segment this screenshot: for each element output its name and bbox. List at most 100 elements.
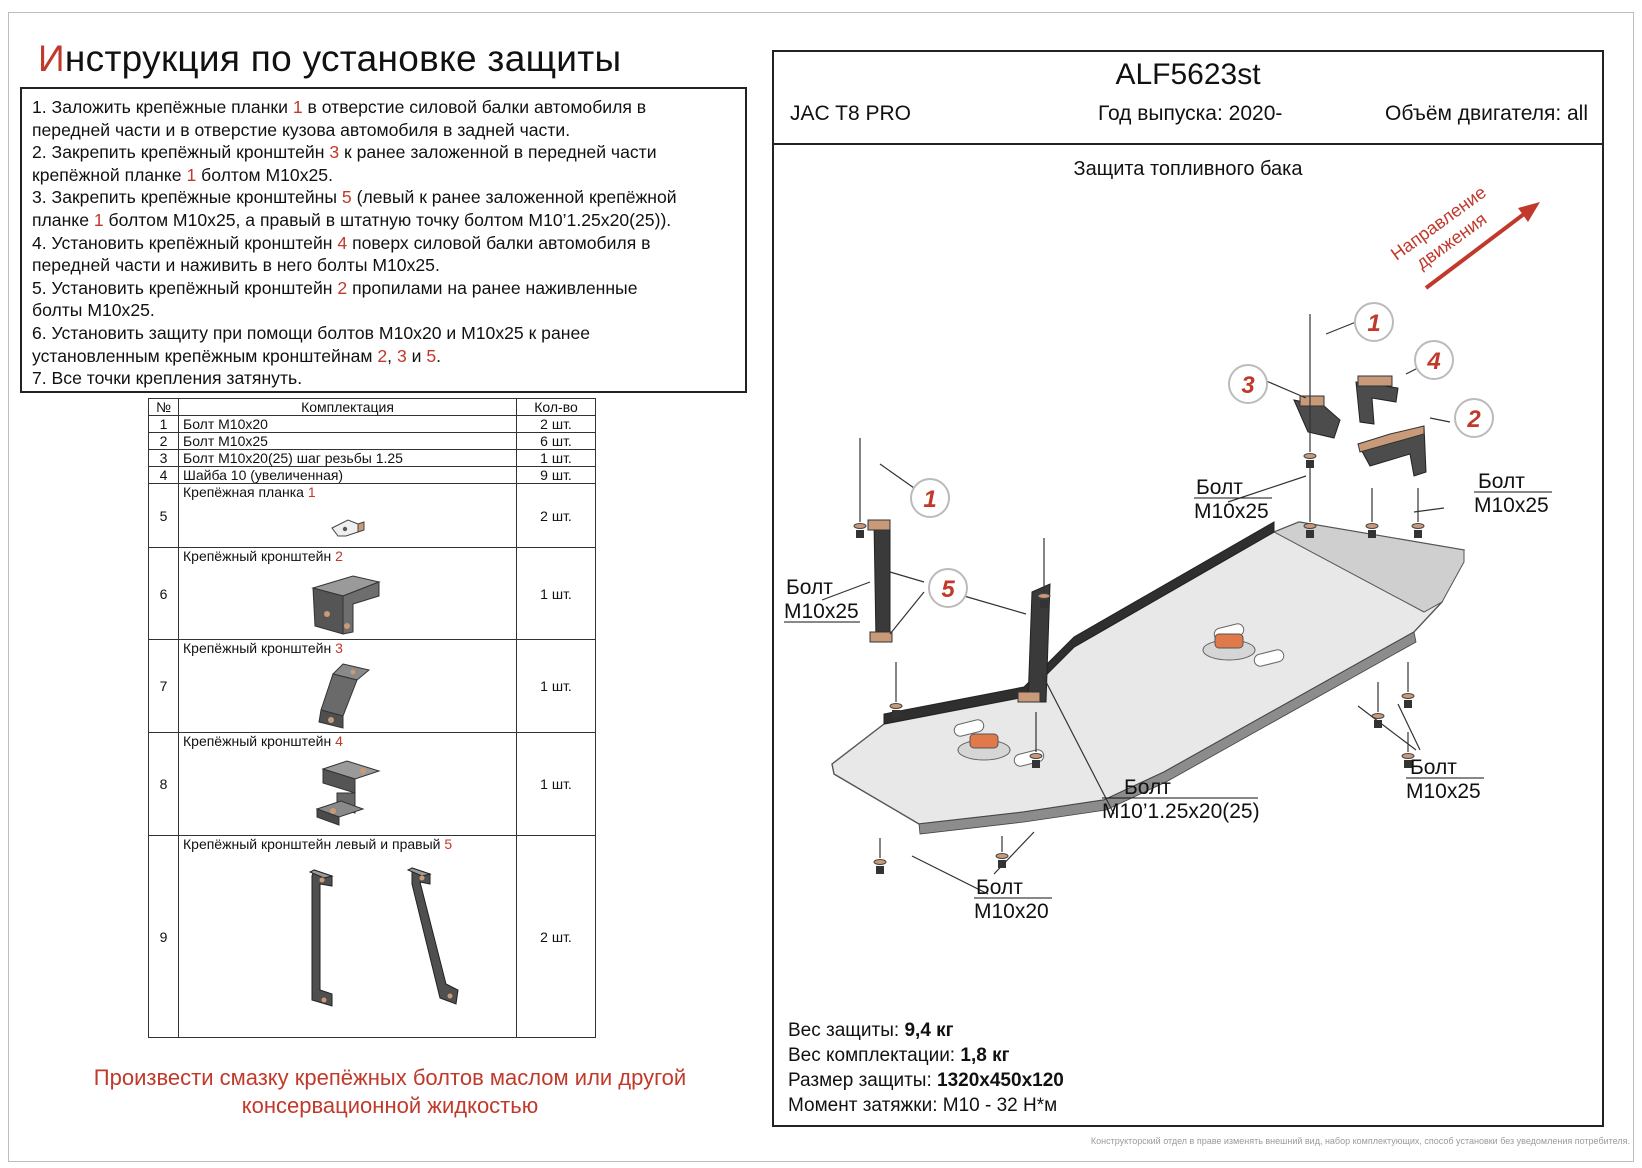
callout-spec-bottom: М10х20 bbox=[974, 900, 1049, 923]
callout-spec-right: М10х25 bbox=[1474, 494, 1549, 517]
washer bbox=[853, 523, 867, 529]
kit-header-num: № bbox=[148, 398, 179, 416]
bolt-head bbox=[856, 530, 864, 538]
instruction-line: планке 1 болтом М10х25, а правый в штатн… bbox=[32, 209, 672, 230]
lubrication-note: Произвести смазку крепёжных болтов масло… bbox=[93, 1065, 687, 1118]
bolt-head bbox=[892, 710, 900, 718]
page-title: Инструкция по установке защиты bbox=[38, 38, 622, 79]
bracket-3 bbox=[1293, 395, 1341, 439]
kit-table: № Комплектация Кол-во 1 Болт М10х20 2 шт… bbox=[148, 398, 596, 1038]
spec-kit-weight: Вес комплектации: 1,8 кг bbox=[788, 1045, 1010, 1066]
bracket-5-image bbox=[179, 854, 516, 1037]
washer bbox=[873, 859, 887, 865]
protection-name: Защита топливного бака bbox=[1073, 158, 1303, 180]
bracket-2-image bbox=[179, 566, 516, 639]
table-row: 2 Болт М10х25 6 шт. bbox=[148, 432, 596, 450]
part-number-badges: 1 1 2 3 4 5 bbox=[910, 302, 1494, 608]
instruction-line: болты М10х25. bbox=[32, 300, 155, 321]
instruction-line: передней части и наживить в него болты М… bbox=[32, 255, 440, 276]
callout-spec-fine: М10’1.25х20(25) bbox=[1102, 800, 1260, 823]
part-badge-1-front: 1 bbox=[1367, 310, 1380, 337]
washer bbox=[1029, 753, 1043, 759]
callout-spec-mid: М10х25 bbox=[1194, 500, 1269, 523]
table-row: 7 Крепёжный кронштейн 3 1 шт. bbox=[148, 639, 596, 733]
instruction-line: установленным крепёжным кронштейнам 2, 3… bbox=[32, 345, 442, 366]
callout-bolt-left: Болт bbox=[786, 576, 833, 599]
direction-arrow-head bbox=[1518, 202, 1540, 222]
bracket-4-image bbox=[179, 751, 516, 835]
bolt-head bbox=[1306, 530, 1314, 538]
bracket-3-image bbox=[179, 658, 516, 732]
callout-bolt-rear: Болт bbox=[1410, 756, 1457, 779]
bracket-4 bbox=[1355, 375, 1399, 425]
table-row: 6 Крепёжный кронштейн 2 1 шт. bbox=[148, 547, 596, 640]
instruction-line: 2. Закрепить крепёжный кронштейн 3 к ран… bbox=[32, 142, 657, 163]
bolt-head bbox=[1032, 760, 1040, 768]
product-code: ALF5623st bbox=[1115, 58, 1261, 91]
callout-bolt-mid: Болт bbox=[1196, 476, 1243, 499]
disclaimer: Конструкторский отдел в праве изменять в… bbox=[1090, 1136, 1630, 1146]
vehicle-model: JAC T8 PRO bbox=[790, 102, 911, 125]
callout-bolt-fine: Болт bbox=[1124, 776, 1171, 799]
bolt-head bbox=[1040, 600, 1048, 608]
part-badge-5: 5 bbox=[941, 576, 955, 603]
washer bbox=[1303, 523, 1317, 529]
instruction-line: 5. Установить крепёжный кронштейн 2 проп… bbox=[32, 277, 638, 298]
spec-weight: Вес защиты: 9,4 кг bbox=[788, 1020, 954, 1041]
part-badge-2: 2 bbox=[1466, 406, 1481, 433]
table-row: 4 Шайба 10 (увеличенная) 9 шт. bbox=[148, 466, 596, 484]
bolt-head bbox=[998, 860, 1006, 868]
instruction-line: 1. Заложить крепёжные планки 1 в отверст… bbox=[32, 97, 647, 117]
production-year: Год выпуска: 2020- bbox=[1098, 102, 1283, 125]
washer bbox=[1303, 453, 1317, 459]
washer bbox=[1401, 753, 1415, 759]
assembly-diagram: Направление движения bbox=[784, 182, 1552, 923]
callout-spec-rear: М10х25 bbox=[1406, 780, 1481, 803]
instruction-line: 6. Установить защиту при помощи болтов М… bbox=[32, 322, 591, 343]
callout-bolt-bottom: Болт bbox=[976, 876, 1023, 899]
washer bbox=[1037, 593, 1051, 599]
instruction-line: 3. Закрепить крепёжные кронштейны 5 (лев… bbox=[32, 187, 677, 208]
instruction-line: 7. Все точки крепления затянуть. bbox=[32, 368, 303, 389]
washer bbox=[1365, 523, 1379, 529]
spec-torque: Момент затяжки: М10 - 32 Н*м bbox=[788, 1095, 1058, 1116]
instruction-line: 4. Установить крепёжный кронштейн 4 пове… bbox=[32, 232, 651, 253]
bolt-stacks bbox=[853, 314, 1425, 874]
leader-lines bbox=[821, 321, 1451, 895]
specifications: Вес защиты: 9,4 кг Вес комплектации: 1,8… bbox=[788, 1018, 1064, 1118]
instruction-line: передней части и в отверстие кузова авто… bbox=[32, 119, 571, 140]
washer bbox=[1401, 693, 1415, 699]
kit-header-qty: Кол-во bbox=[516, 398, 596, 416]
washer bbox=[1411, 523, 1425, 529]
part-badge-4: 4 bbox=[1426, 348, 1440, 375]
part-badge-1-left: 1 bbox=[923, 486, 936, 513]
callout-bolt-right: Болт bbox=[1478, 470, 1525, 493]
bolt-head bbox=[876, 866, 884, 874]
table-row: 3 Болт М10х20(25) шаг резьбы 1.25 1 шт. bbox=[148, 449, 596, 467]
bracket-2 bbox=[1357, 425, 1427, 477]
instructions-box: 1. Заложить крепёжные планки 1 в отверст… bbox=[20, 87, 747, 393]
bracket-5-left bbox=[867, 519, 893, 643]
table-row: 9 Крепёжный кронштейн левый и правый 5 2… bbox=[148, 835, 596, 1038]
washer bbox=[889, 703, 903, 709]
bolt-head bbox=[1368, 530, 1376, 538]
bolt-callouts: Болт М10х25 Болт М10х25 Болт М10х25 Болт… bbox=[784, 470, 1552, 923]
table-row: 8 Крепёжный кронштейн 4 1 шт. bbox=[148, 732, 596, 836]
kit-header-row: № Комплектация Кол-во bbox=[148, 398, 596, 416]
part-badge-3: 3 bbox=[1241, 372, 1255, 399]
bolt-head bbox=[1374, 720, 1382, 728]
page-frame bbox=[8, 12, 1634, 1162]
bolt-head bbox=[1404, 700, 1412, 708]
table-row: 5 Крепёжная планка 1 2 шт. bbox=[148, 483, 596, 548]
direction-arrow-shaft bbox=[1424, 206, 1534, 290]
table-row: 1 Болт М10х20 2 шт. bbox=[148, 415, 596, 433]
callout-spec-left: М10х25 bbox=[784, 600, 859, 623]
washer bbox=[995, 853, 1009, 859]
spec-size: Размер защиты: 1320х450х120 bbox=[788, 1070, 1064, 1091]
kit-header-name: Комплектация bbox=[178, 398, 517, 416]
instruction-line: крепёжной планке 1 болтом М10х25. bbox=[32, 164, 333, 185]
direction-indicator: Направление движения bbox=[1387, 182, 1540, 290]
bolt-head bbox=[1404, 760, 1412, 768]
bolt-head bbox=[1306, 460, 1314, 468]
header-divider bbox=[774, 143, 1602, 145]
